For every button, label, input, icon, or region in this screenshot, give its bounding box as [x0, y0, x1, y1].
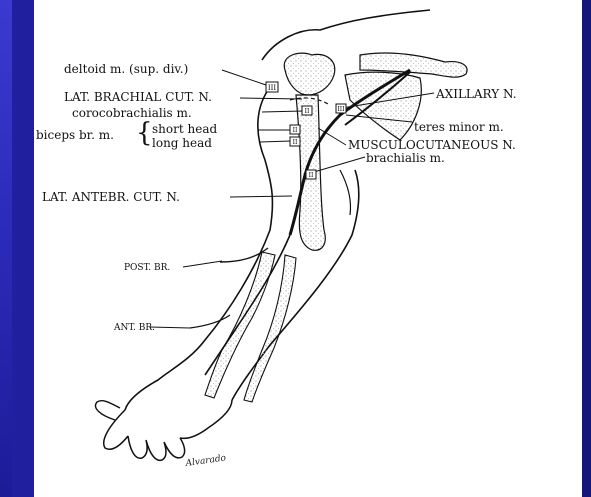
label-teres-minor: teres minor m. — [414, 120, 504, 134]
marker-brachialis: II — [309, 172, 314, 179]
label-short-head: short head — [152, 122, 217, 136]
ulna — [244, 255, 296, 402]
marker-teres-minor: III — [337, 106, 345, 113]
label-brachialis: brachialis m. — [366, 151, 445, 165]
hand-outline — [104, 400, 232, 460]
marker-deltoid: III — [268, 84, 277, 92]
label-axillary-n: AXILLARY N. — [435, 87, 517, 101]
label-coracobrachialis: corocobrachialis m. — [72, 106, 192, 120]
label-musculocutaneous-n: MUSCULOCUTANEOUS N. — [348, 138, 516, 152]
label-biceps: biceps br. m. — [36, 128, 114, 142]
label-deltoid: deltoid m. (sup. div.) — [64, 62, 188, 76]
brace: { — [136, 118, 153, 148]
artist-signature: Alvarado — [184, 453, 227, 469]
marker-long-head: II — [293, 139, 298, 146]
label-lat-brachial-cut-n: LAT. BRACHIAL CUT. N. — [64, 90, 212, 104]
label-lat-antebr-cut-n: LAT. ANTEBR. CUT. N. — [42, 190, 180, 204]
label-post-br: POST. BR. — [124, 263, 170, 273]
radius — [205, 252, 275, 398]
label-ant-br: ANT. BR. — [113, 323, 155, 333]
marker-coracobrachialis: II — [305, 108, 310, 115]
humerus-head — [284, 53, 335, 95]
anterior-branch — [190, 315, 230, 328]
marker-short-head: II — [293, 127, 298, 134]
label-long-head: long head — [152, 136, 212, 150]
thumb — [96, 401, 120, 420]
forearm-contour — [340, 170, 351, 215]
